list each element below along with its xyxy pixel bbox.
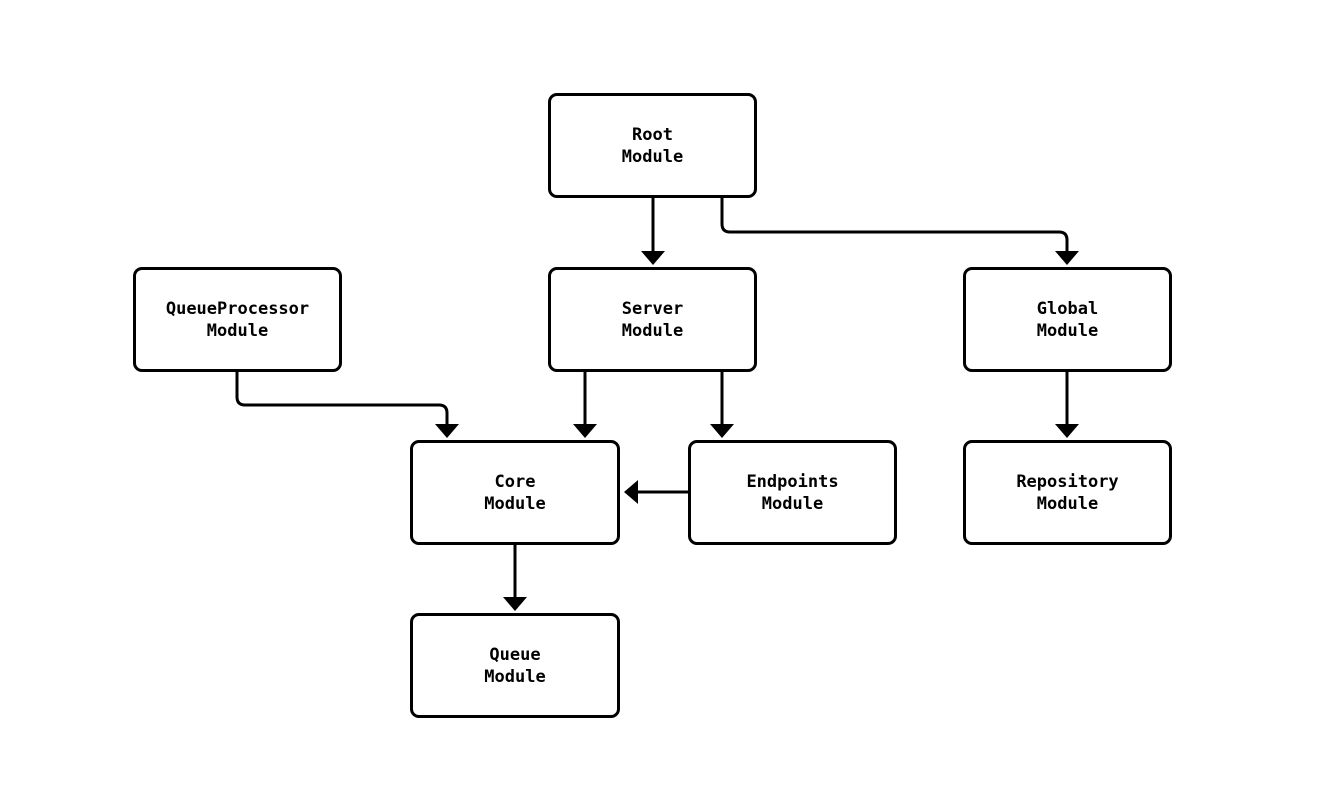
node-repository-module-label: Repository Module: [1016, 471, 1119, 514]
node-core-module-label: Core Module: [484, 471, 546, 514]
node-core-module: Core Module: [410, 440, 620, 545]
node-endpoints-module: Endpoints Module: [688, 440, 897, 545]
edge-root-to-global: [720, 198, 1079, 265]
node-root-module: Root Module: [548, 93, 757, 198]
node-queue-module-label: Queue Module: [484, 644, 546, 687]
node-global-module-label: Global Module: [1036, 298, 1099, 341]
edge-queueprocessor-to-core: [235, 372, 459, 438]
node-queue-module: Queue Module: [410, 613, 620, 718]
node-queueprocessor-module-label: QueueProcessor Module: [165, 298, 310, 341]
node-global-module: Global Module: [963, 267, 1172, 372]
node-endpoints-module-label: Endpoints Module: [746, 471, 839, 514]
node-repository-module: Repository Module: [963, 440, 1172, 545]
node-server-module-label: Server Module: [621, 298, 684, 341]
node-server-module: Server Module: [548, 267, 757, 372]
node-root-module-label: Root Module: [621, 124, 684, 167]
node-queueprocessor-module: QueueProcessor Module: [133, 267, 342, 372]
